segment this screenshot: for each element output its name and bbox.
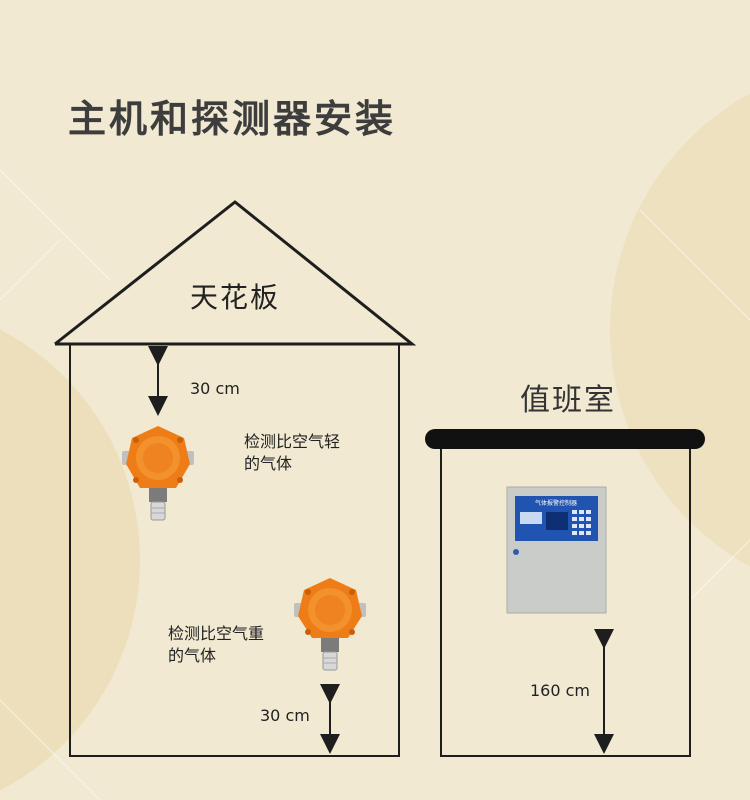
duty-room-label: 值班室 <box>520 383 616 418</box>
panel-height-label: 160 cm <box>530 681 591 700</box>
alarm-control-panel: 气体报警控制器 <box>506 486 607 614</box>
ceiling-label: 天花板 <box>190 281 281 314</box>
panel-title: 气体报警控制器 <box>535 499 577 507</box>
house-outline <box>54 200 417 757</box>
bottom-gap-label: 30 cm <box>260 706 310 725</box>
gas-detector-top <box>122 426 194 521</box>
page-title: 主机和探测器安装 <box>68 97 397 141</box>
heavy-gas-note: 检测比空气重的气体 <box>168 624 265 665</box>
gas-detector-bottom <box>294 578 366 671</box>
light-gas-note: 检测比空气轻的气体 <box>244 432 341 473</box>
duty-room-outline <box>425 429 705 757</box>
top-gap-label: 30 cm <box>190 379 240 398</box>
